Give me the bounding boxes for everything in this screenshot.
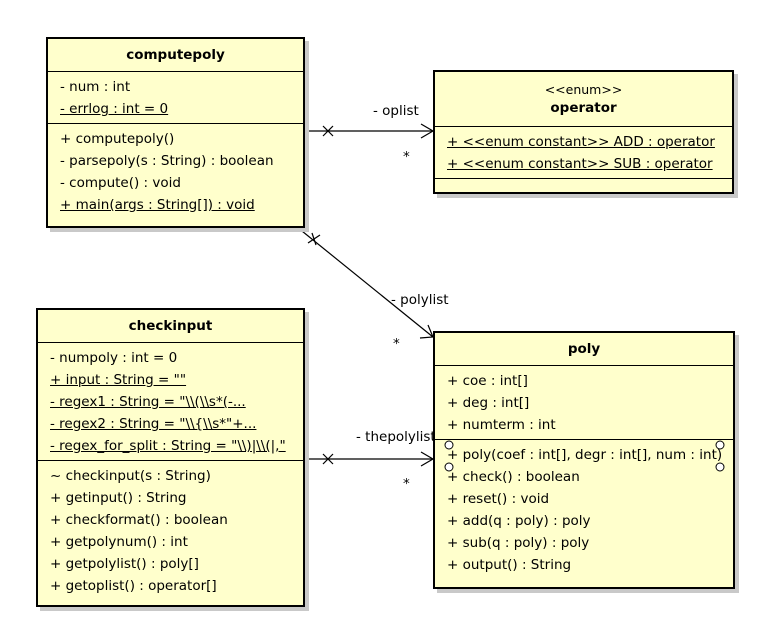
operations-compartment: + poly(coef : int[], degr : int[], num :…	[435, 440, 733, 579]
static-operation: + main(args : String[]) : void	[60, 197, 255, 213]
assoc-line-polylist	[296, 226, 434, 338]
role-label-polylist: - polylist	[391, 292, 449, 308]
attributes-compartment: - num : int - errlog : int = 0	[48, 72, 303, 124]
role-label-thepolylist: - thepolylist	[356, 429, 436, 445]
stereotype: <<enum>>	[544, 82, 623, 97]
operations-compartment: + computepoly() - parsepoly(s : String) …	[48, 124, 303, 219]
operation: + output() : String	[447, 557, 572, 573]
attribute: + numterm : int	[447, 417, 556, 433]
class-header: <<enum>> operator	[435, 72, 732, 127]
operation: + getpolynum() : int	[50, 534, 188, 550]
operation: ~ checkinput(s : String)	[50, 468, 211, 484]
static-attribute: - regex_for_split : String = "\\)|\\(|,"	[50, 438, 286, 454]
attribute: - numpoly : int = 0	[50, 350, 178, 366]
enum-literal: + <<enum constant>> SUB : operator	[447, 156, 713, 172]
static-attribute: - errlog : int = 0	[60, 101, 169, 117]
resize-handle-icon[interactable]	[715, 462, 725, 472]
operation: - compute() : void	[60, 175, 181, 191]
class-name: checkinput	[128, 318, 213, 334]
class-header: checkinput	[38, 310, 303, 343]
class-name: computepoly	[126, 47, 225, 63]
attribute: - num : int	[60, 79, 131, 95]
resize-handle-icon[interactable]	[715, 440, 725, 450]
literals-compartment: + <<enum constant>> ADD : operator + <<e…	[435, 127, 732, 179]
operation: + sub(q : poly) : poly	[447, 535, 590, 551]
multiplicity-oplist: *	[403, 149, 410, 165]
resize-handle-icon[interactable]	[444, 440, 454, 450]
static-attribute: - regex2 : String = "\\{\\s*"+...	[50, 416, 257, 432]
enum-operator[interactable]: <<enum>> operator + <<enum constant>> AD…	[433, 70, 734, 194]
enum-literal: + <<enum constant>> ADD : operator	[447, 134, 715, 150]
operation: + poly(coef : int[], degr : int[], num :…	[447, 447, 723, 463]
class-computepoly[interactable]: computepoly - num : int - errlog : int =…	[46, 37, 305, 228]
class-header: poly	[435, 333, 733, 366]
class-header: computepoly	[48, 39, 303, 72]
operation: - parsepoly(s : String) : boolean	[60, 153, 274, 169]
attributes-compartment: - numpoly : int = 0 + input : String = "…	[38, 343, 303, 461]
class-name: operator	[550, 100, 617, 116]
operation: + checkformat() : boolean	[50, 512, 228, 528]
operation: + getoplist() : operator[]	[50, 578, 217, 594]
static-attribute: + input : String = ""	[50, 372, 187, 388]
operation: + add(q : poly) : poly	[447, 513, 591, 529]
resize-handle-icon[interactable]	[444, 462, 454, 472]
operation: + getinput() : String	[50, 490, 187, 506]
operations-compartment: ~ checkinput(s : String) + getinput() : …	[38, 461, 303, 600]
class-checkinput[interactable]: checkinput - numpoly : int = 0 + input :…	[36, 308, 305, 607]
static-attribute: - regex1 : String = "\\(\\s*(-...	[50, 394, 246, 410]
attributes-compartment: + coe : int[] + deg : int[] + numterm : …	[435, 366, 733, 440]
multiplicity-thepolylist: *	[403, 476, 410, 492]
operation: + reset() : void	[447, 491, 550, 507]
class-name: poly	[567, 341, 601, 357]
attribute: + deg : int[]	[447, 395, 530, 411]
operation: + getpolylist() : poly[]	[50, 556, 199, 572]
role-label-oplist: - oplist	[373, 103, 419, 119]
operation: + computepoly()	[60, 131, 175, 147]
class-poly[interactable]: poly + coe : int[] + deg : int[] + numte…	[433, 331, 735, 589]
operation: + check() : boolean	[447, 469, 580, 485]
multiplicity-polylist: *	[393, 336, 400, 352]
attribute: + coe : int[]	[447, 373, 528, 389]
